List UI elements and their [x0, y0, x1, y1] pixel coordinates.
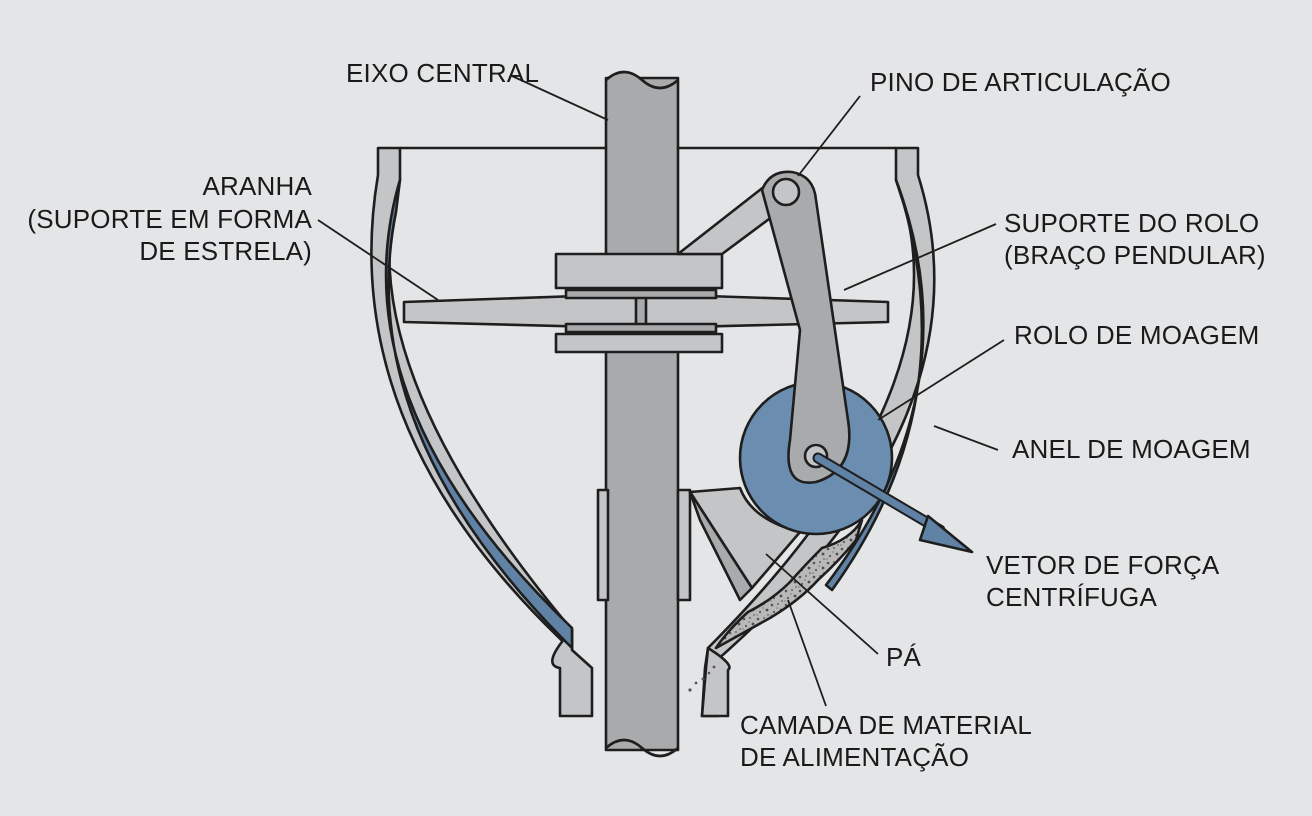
label-camada-2: DE ALIMENTAÇÃO [740, 742, 969, 772]
label-rolo: ROLO DE MOAGEM [1014, 320, 1260, 350]
label-vetor-2: CENTRÍFUGA [986, 582, 1157, 612]
label-suporte-2: (BRAÇO PENDULAR) [1004, 240, 1266, 270]
central-shaft [606, 72, 678, 756]
label-aranha-3: DE ESTRELA) [139, 236, 312, 266]
label-aranha-1: ARANHA [202, 171, 312, 201]
label-suporte-1: SUPORTE DO ROLO [1004, 208, 1259, 238]
label-eixo-central: EIXO CENTRAL [346, 58, 539, 88]
label-camada-1: CAMADA DE MATERIAL [740, 710, 1032, 740]
label-vetor-1: VETOR DE FORÇA [986, 550, 1220, 580]
label-pa: PÁ [886, 642, 922, 672]
label-aranha-2: (SUPORTE EM FORMA [27, 204, 312, 234]
label-pino: PINO DE ARTICULAÇÃO [870, 67, 1171, 97]
pivot-pin [773, 179, 799, 205]
label-anel: ANEL DE MOAGEM [1012, 434, 1251, 464]
